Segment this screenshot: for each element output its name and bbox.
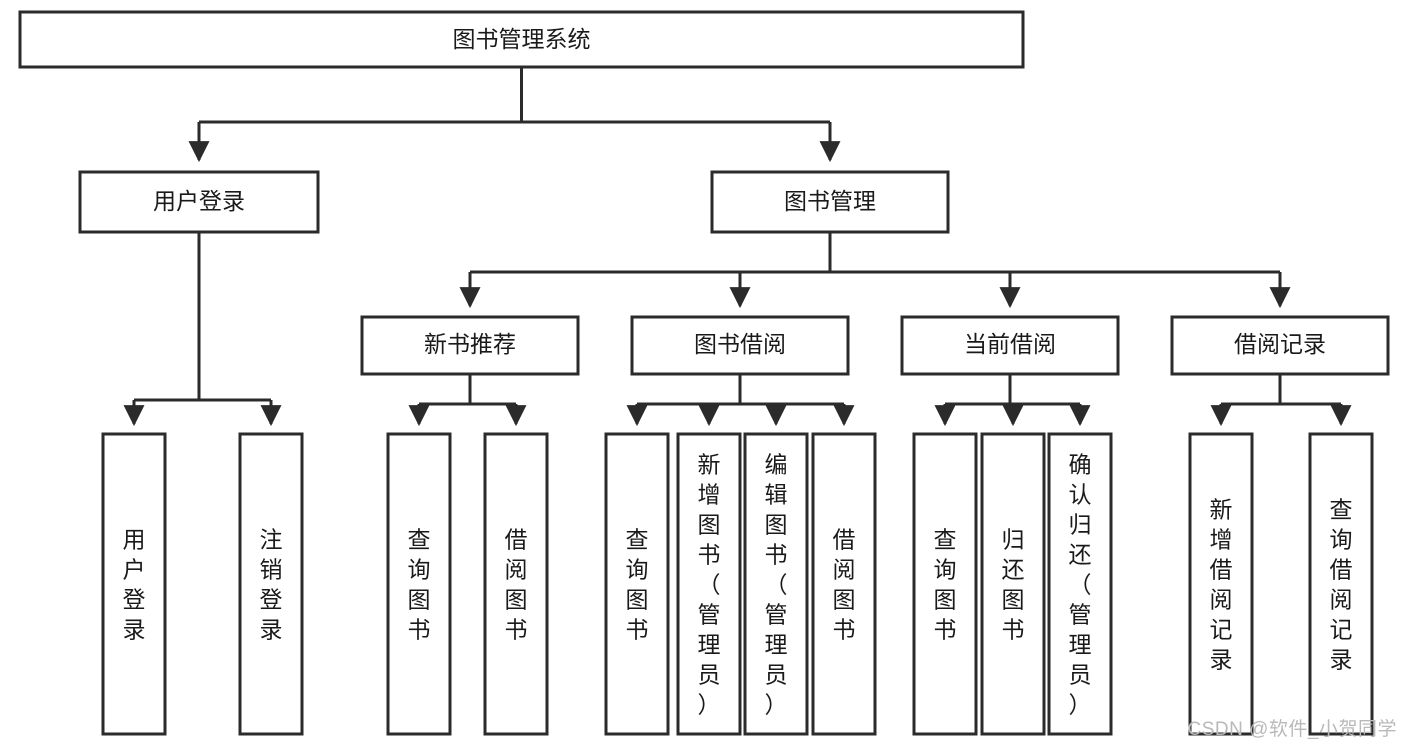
node-leaf-add-record-rect[interactable] [1188,432,1254,736]
node-leaf-query-book-2[interactable]: 查询图书 [604,432,670,736]
node-leaf-user-login-label: 用户登录 [123,526,146,642]
node-book-borrow-rect[interactable] [630,315,850,376]
node-leaf-query-book-2-label: 查询图书 [626,526,649,642]
node-leaf-borrow-book-2[interactable]: 借阅图书 [811,432,877,736]
node-leaf-return-book-rect[interactable] [980,432,1046,736]
node-book-manage[interactable]: 图书管理 [710,170,950,234]
node-leaf-add-book[interactable]: 新增图书（管理员） [676,432,742,736]
connector-group-new-book-recommend [408,374,527,427]
node-leaf-user-login-rect[interactable] [101,432,167,736]
node-user-login-rect[interactable] [78,170,320,234]
node-root[interactable]: 图书管理系统 [18,10,1025,69]
node-leaf-query-book-2-rect[interactable] [604,432,670,736]
node-leaf-query-book-3-rect[interactable] [912,432,978,736]
connector-group-root [188,67,841,163]
node-leaf-query-record-rect[interactable] [1308,432,1374,736]
node-leaf-add-record[interactable]: 新增借阅记录 [1188,432,1254,736]
node-leaf-query-book-1-rect[interactable] [386,432,452,736]
node-book-borrow[interactable]: 图书借阅 [630,315,850,376]
connector-group-book-borrow [626,374,855,427]
node-new-book-recommend-label: 新书推荐 [424,331,516,357]
node-leaf-confirm-return-rect[interactable] [1047,432,1113,736]
node-current-borrow-label: 当前借阅 [964,331,1056,357]
node-new-book-recommend[interactable]: 新书推荐 [360,315,580,376]
node-book-manage-rect[interactable] [710,170,950,234]
node-user-login-label: 用户登录 [153,188,245,214]
connector-group-user-login [123,232,282,427]
node-leaf-query-book-1[interactable]: 查询图书 [386,432,452,736]
node-leaf-borrow-book-2-label: 借阅图书 [833,526,856,642]
node-leaf-query-book-1-label: 查询图书 [408,526,431,642]
node-leaf-edit-book-rect[interactable] [743,432,809,736]
node-leaf-query-book-3-label: 查询图书 [934,526,957,642]
leaf-node-layer: 用户登录 注销登录 查询图书 借阅图书 查询图书 新增图书（管理员） 编辑图书（管理员） 借阅… [101,432,1374,736]
node-leaf-query-book-3[interactable]: 查询图书 [912,432,978,736]
node-leaf-user-logout-rect[interactable] [238,432,304,736]
node-leaf-confirm-return[interactable]: 确认归还（管理员） [1047,432,1113,736]
node-leaf-edit-book-label: 编辑图书（管理员） [765,451,788,717]
node-root-label: 图书管理系统 [453,26,591,52]
node-leaf-query-record-label: 查询借阅记录 [1330,496,1353,672]
node-leaf-add-book-rect[interactable] [676,432,742,736]
node-leaf-user-logout[interactable]: 注销登录 [238,432,304,736]
node-new-book-recommend-rect[interactable] [360,315,580,376]
node-current-borrow[interactable]: 当前借阅 [900,315,1120,376]
node-borrow-record-rect[interactable] [1170,315,1390,376]
node-current-borrow-rect[interactable] [900,315,1120,376]
connector-group-book-manage [459,232,1291,309]
node-leaf-edit-book[interactable]: 编辑图书（管理员） [743,432,809,736]
node-book-borrow-label: 图书借阅 [694,331,786,357]
connector-group-current-borrow [934,374,1091,427]
node-leaf-user-login[interactable]: 用户登录 [101,432,167,736]
node-leaf-user-logout-label: 注销登录 [260,526,283,642]
node-leaf-return-book[interactable]: 归还图书 [980,432,1046,736]
node-leaf-borrow-book-1-label: 借阅图书 [505,526,528,642]
node-book-manage-label: 图书管理 [784,188,876,214]
node-root-rect[interactable] [18,10,1025,69]
watermark: CSDN @软件_小贺同学 [1187,719,1397,740]
node-leaf-borrow-book-1-rect[interactable] [483,432,549,736]
node-leaf-borrow-book-2-rect[interactable] [811,432,877,736]
node-leaf-borrow-book-1[interactable]: 借阅图书 [483,432,549,736]
node-leaf-confirm-return-label: 确认归还（管理员） [1069,451,1092,717]
node-leaf-return-book-label: 归还图书 [1002,526,1025,642]
node-user-login[interactable]: 用户登录 [78,170,320,234]
node-borrow-record[interactable]: 借阅记录 [1170,315,1390,376]
node-borrow-record-label: 借阅记录 [1234,331,1326,357]
node-leaf-add-book-label: 新增图书（管理员） [698,451,721,717]
node-leaf-add-record-label: 新增借阅记录 [1210,496,1233,672]
node-leaf-query-record[interactable]: 查询借阅记录 [1308,432,1374,736]
connector-group-borrow-record [1210,374,1352,427]
